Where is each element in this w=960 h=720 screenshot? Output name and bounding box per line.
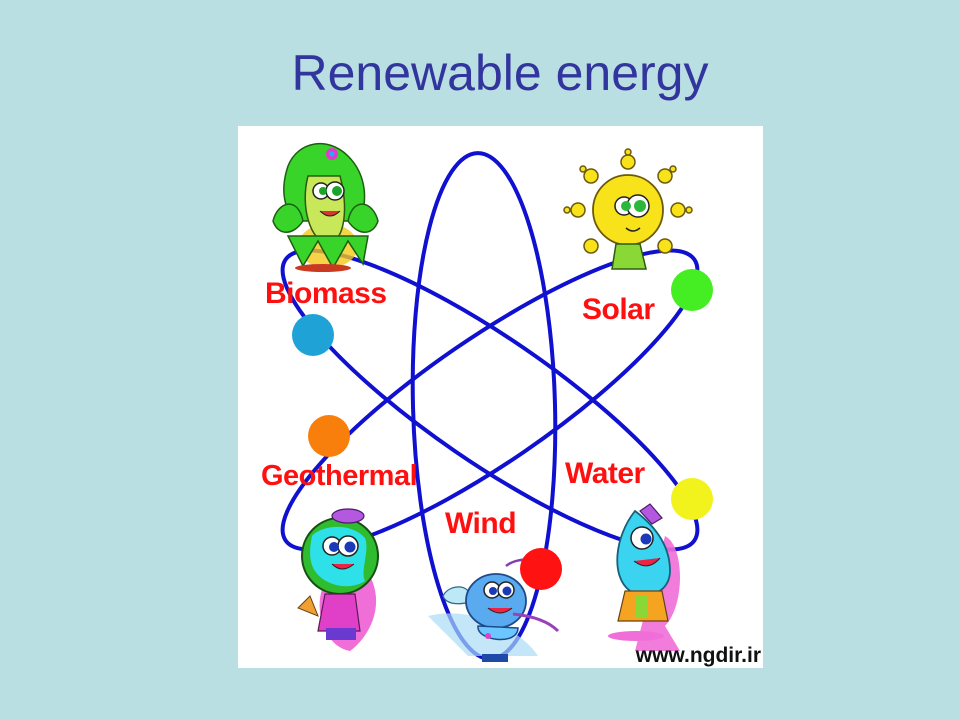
slide-title: Renewable energy: [291, 45, 709, 101]
earth-character-icon: [297, 508, 379, 651]
red-dot: [520, 548, 562, 590]
diagonal-orbit-up: [280, 248, 700, 552]
orbit-diagram: [272, 142, 713, 662]
diagonal-orbit-down: [280, 248, 700, 552]
label-geothermal: Geothermal: [261, 460, 418, 492]
wind-character-icon: [428, 554, 560, 662]
label-water: Water: [565, 457, 645, 490]
yellow-dot: [671, 478, 713, 520]
label-biomass: Biomass: [265, 277, 387, 310]
green-dot: [671, 269, 713, 311]
label-wind: Wind: [445, 507, 517, 540]
renewable-energy-diagram: Biomass Solar Geothermal Water Wind www.…: [238, 126, 763, 668]
plant-character-icon: [272, 142, 379, 272]
label-solar: Solar: [582, 293, 655, 326]
blue-dot: [292, 314, 334, 356]
sun-character-icon: [563, 148, 693, 270]
water-drop-character-icon: [608, 503, 680, 651]
watermark: www.ngdir.ir: [635, 644, 761, 667]
orange-dot: [308, 415, 350, 457]
